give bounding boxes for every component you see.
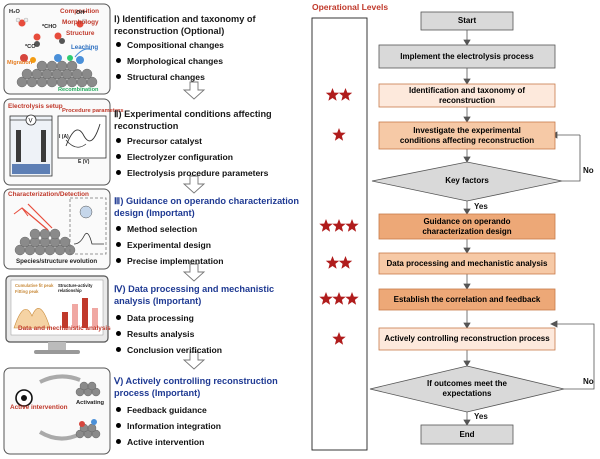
section-3-bullet: Method selection <box>116 224 197 234</box>
label-h2o: H₂O <box>9 9 20 15</box>
star-icon <box>332 219 346 232</box>
section-5-bullet: Active intervention <box>116 437 204 447</box>
section-2-bullet: Precursor catalyst <box>116 136 202 146</box>
label-co: *CO <box>25 44 36 50</box>
label-yes-2: Yes <box>474 412 488 421</box>
section-1-bullet: Morphological changes <box>116 56 223 66</box>
label-fitting-peak: Fitting peak <box>15 289 39 294</box>
electrolysis-cell-illustration: V <box>9 114 107 177</box>
label-structure: Structure <box>66 30 95 37</box>
label-composition: Composition <box>60 8 100 15</box>
start-box <box>420 11 514 31</box>
operational-levels-title: Operational Levels <box>312 2 389 12</box>
flow-start: Start <box>457 16 477 25</box>
panel-3-frame <box>3 188 111 270</box>
outcomes-diamond <box>369 365 565 413</box>
label-activating: Activating <box>76 400 105 406</box>
flow-identification: Identification and taxonomy of reconstru… <box>408 85 525 105</box>
label-characterization: Characterization/Detection <box>8 191 89 198</box>
section-5-bullet: Information integration <box>116 421 221 431</box>
section-4-bullet: Data processing <box>116 313 194 323</box>
monitor-illustration <box>5 275 109 354</box>
star-ratings <box>319 88 359 345</box>
svg-text:V: V <box>29 119 33 125</box>
implement-box <box>378 44 556 69</box>
flow-guidance: Guidance on operando characterization de… <box>422 216 512 236</box>
flow-outcomes: If outcomes meet the expectations <box>426 379 507 398</box>
section-3-title: Ⅲ) Guidance on operando characterization… <box>114 196 300 218</box>
section-1-bullet: Structural changes <box>116 72 205 82</box>
label-species-evolution: Species/structure evolution <box>16 258 98 265</box>
label-axis-y: I (A) <box>59 134 69 140</box>
characterization-illustration <box>13 197 107 256</box>
star-icon <box>325 256 340 269</box>
flow-implement: Implement the electrolysis process <box>400 51 534 61</box>
establish-box <box>378 288 556 311</box>
panel-5-frame <box>3 367 111 455</box>
section-3-bullet: Experimental design <box>116 240 211 250</box>
flow-controlling: Actively controlling reconstruction proc… <box>384 334 550 343</box>
flow-connectors <box>463 30 595 426</box>
section-1-title: Ⅰ) Identification and taxonomy of recons… <box>114 14 256 36</box>
section-2-title: Ⅱ) Experimental conditions affecting rec… <box>114 109 272 131</box>
flow-establish: Establish the correlation and feedback <box>393 294 541 304</box>
flow-data-processing: Data processing and mechanistic analysis <box>386 258 548 268</box>
key-factors-diamond <box>371 161 563 202</box>
data-processing-box <box>378 252 556 275</box>
flow-end: End <box>459 429 475 439</box>
label-structure-activity: Structure-activity relationship <box>58 283 93 293</box>
label-cho: *CHO <box>42 24 57 30</box>
label-oh: OH⁻ <box>76 10 88 16</box>
catalyst-surface-atoms <box>15 17 98 88</box>
label-no-1: No <box>583 166 594 175</box>
section-4-bullet: Results analysis <box>116 329 194 339</box>
flow-investigate: Investigate the experimental conditions … <box>399 125 535 145</box>
section-4-title: Ⅳ) Data processing and mechanistic analy… <box>114 284 275 306</box>
end-box <box>420 424 514 445</box>
star-icon <box>345 292 359 305</box>
label-axis-x: E (V) <box>78 159 90 165</box>
section-1-bullet: Compositional changes <box>116 40 224 50</box>
flow-shapes <box>369 11 565 445</box>
label-no-2: No <box>583 377 594 386</box>
label-morphology: Morphology <box>62 19 99 26</box>
star-icon <box>332 292 346 305</box>
section-4-bullet: Conclusion verification <box>116 345 222 355</box>
star-icon <box>332 332 346 345</box>
star-icon <box>319 219 333 232</box>
star-icon <box>338 256 353 269</box>
star-icon <box>319 292 333 305</box>
label-cumulative-fit: Cumulative fit peak <box>15 283 54 288</box>
section-2-bullet: Electrolysis procedure parameters <box>116 168 268 178</box>
label-recombination: Recombination <box>58 87 99 93</box>
identification-box <box>378 83 556 108</box>
label-leaching: Leaching <box>71 44 99 51</box>
label-electrolysis-setup: Electrolysis setup <box>8 103 63 110</box>
flow-key-factors: Key factors <box>445 176 489 185</box>
section-2-bullet: Electrolyzer configuration <box>116 152 233 162</box>
star-icon <box>325 88 340 101</box>
star-icon <box>345 219 359 232</box>
label-active-intervention: Active intervention <box>10 404 68 411</box>
investigate-box <box>378 121 556 150</box>
controlling-box <box>378 327 556 351</box>
section-3-bullet: Precise implementation <box>116 256 223 266</box>
label-migration: Migration <box>7 60 33 66</box>
section-arrows <box>182 81 206 370</box>
operational-levels-frame <box>311 17 368 451</box>
active-intervention-illustration <box>15 374 101 441</box>
guidance-box <box>378 213 556 240</box>
section-5-bullet: Feedback guidance <box>116 405 207 415</box>
label-data-analysis: Data and mechanistic analysis <box>18 325 111 332</box>
label-procedure-params: Procedure parameters <box>62 108 124 114</box>
star-icon <box>338 88 353 101</box>
section-5-title: Ⅴ) Actively controlling reconstruction p… <box>114 376 278 398</box>
star-icon <box>332 128 346 141</box>
label-yes-1: Yes <box>474 202 488 211</box>
